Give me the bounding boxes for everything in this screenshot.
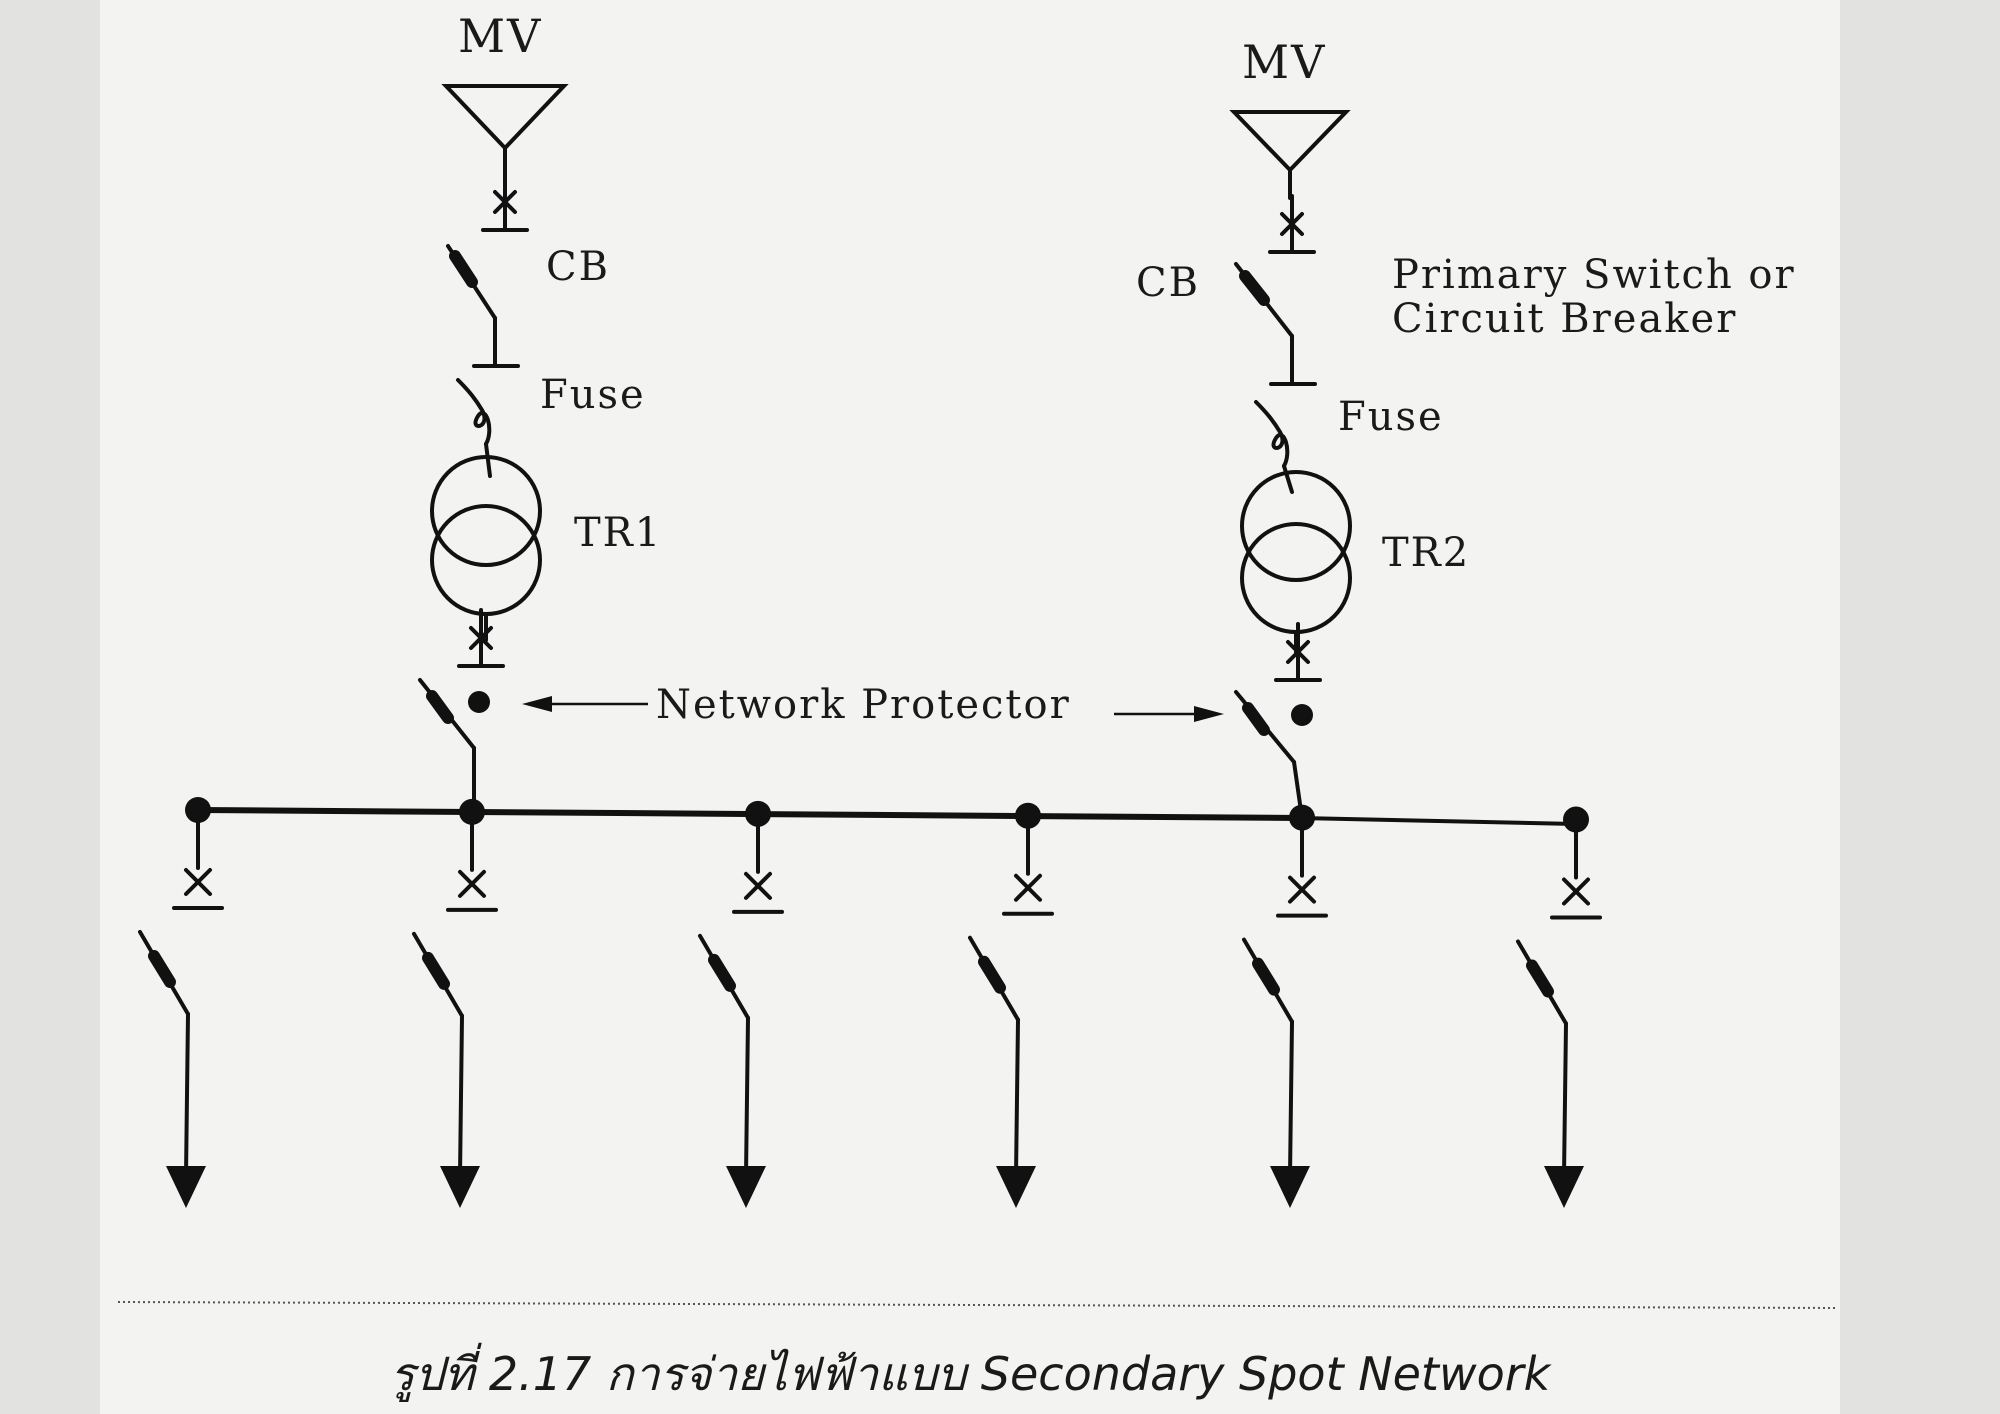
fuse-label-2: Fuse <box>1338 394 1444 440</box>
breaker-contact <box>1526 959 1554 998</box>
load-arrow-icon <box>166 1166 206 1208</box>
mv-source-label-2: MV <box>1242 35 1326 89</box>
load-arrow-icon <box>1544 1166 1584 1208</box>
load-branches <box>138 797 1602 1208</box>
circuit-breaker-2-icon <box>1234 262 1317 386</box>
feeder-2: MV CB Primary Switch or Circuit Breaker … <box>1136 35 1796 820</box>
breaker-contact <box>422 951 450 990</box>
transformer-tr2-icon <box>1240 470 1352 634</box>
load-branch-3 <box>698 800 784 1208</box>
breaker-contact <box>1252 957 1280 996</box>
fuse-label-1: Fuse <box>540 372 646 418</box>
network-protector-label: Network Protector <box>656 682 1071 728</box>
load-branch-5 <box>1242 804 1328 1208</box>
feeder-leg <box>1288 1019 1294 1178</box>
circuit-breaker-1-icon <box>446 244 520 368</box>
breaker-contact <box>978 955 1006 994</box>
cb-label-2: CB <box>1136 260 1200 306</box>
load-arrow-icon <box>726 1166 766 1208</box>
load-arrow-icon <box>440 1166 480 1208</box>
cb-label-1: CB <box>546 244 610 290</box>
isolating-switch-icon <box>457 608 505 668</box>
feeder-leg <box>744 1015 750 1178</box>
network-protector-1-icon <box>418 678 490 810</box>
breaker-contact <box>708 953 736 992</box>
isolating-switch-icon <box>481 172 529 232</box>
transformer-label-1: TR1 <box>574 510 662 556</box>
feeder-leg <box>458 1013 464 1178</box>
network-protector-2-icon <box>1234 690 1313 820</box>
primary-switch-label-line-2: Circuit Breaker <box>1392 296 1737 342</box>
load-arrow-icon <box>996 1166 1036 1208</box>
feeder-leg <box>1014 1017 1020 1178</box>
load-branch-2 <box>412 798 498 1208</box>
load-branch-1 <box>138 797 224 1208</box>
network-protector-callout: Network Protector <box>522 682 1224 728</box>
mv-source-1-icon <box>441 84 569 151</box>
primary-switch-label-line-1: Primary Switch or <box>1392 252 1796 298</box>
load-branch-6 <box>1516 806 1602 1208</box>
breaker-contact <box>148 950 176 988</box>
mv-source-2-icon <box>1229 110 1351 173</box>
load-arrow-icon <box>1270 1166 1310 1208</box>
load-branch-4 <box>968 802 1054 1208</box>
isolating-switch-icon <box>1274 622 1322 682</box>
feeder-1: MV CB Fuse TR1 <box>418 9 662 810</box>
fuse-1-icon <box>456 378 492 478</box>
feeder-leg <box>1562 1021 1568 1178</box>
feeder-leg <box>184 1012 190 1178</box>
fuse-2-icon <box>1254 400 1294 494</box>
mv-source-label-1: MV <box>458 9 542 63</box>
figure-caption: รูปที่ 2.17 การจ่ายไฟฟ้าแบบ Secondary Sp… <box>390 1342 1553 1402</box>
caption-divider <box>117 1301 1837 1309</box>
transformer-label-2: TR2 <box>1382 530 1470 576</box>
transformer-tr1-icon <box>430 455 542 616</box>
isolating-switch-icon <box>1268 194 1316 254</box>
secondary-bus <box>195 807 1578 826</box>
